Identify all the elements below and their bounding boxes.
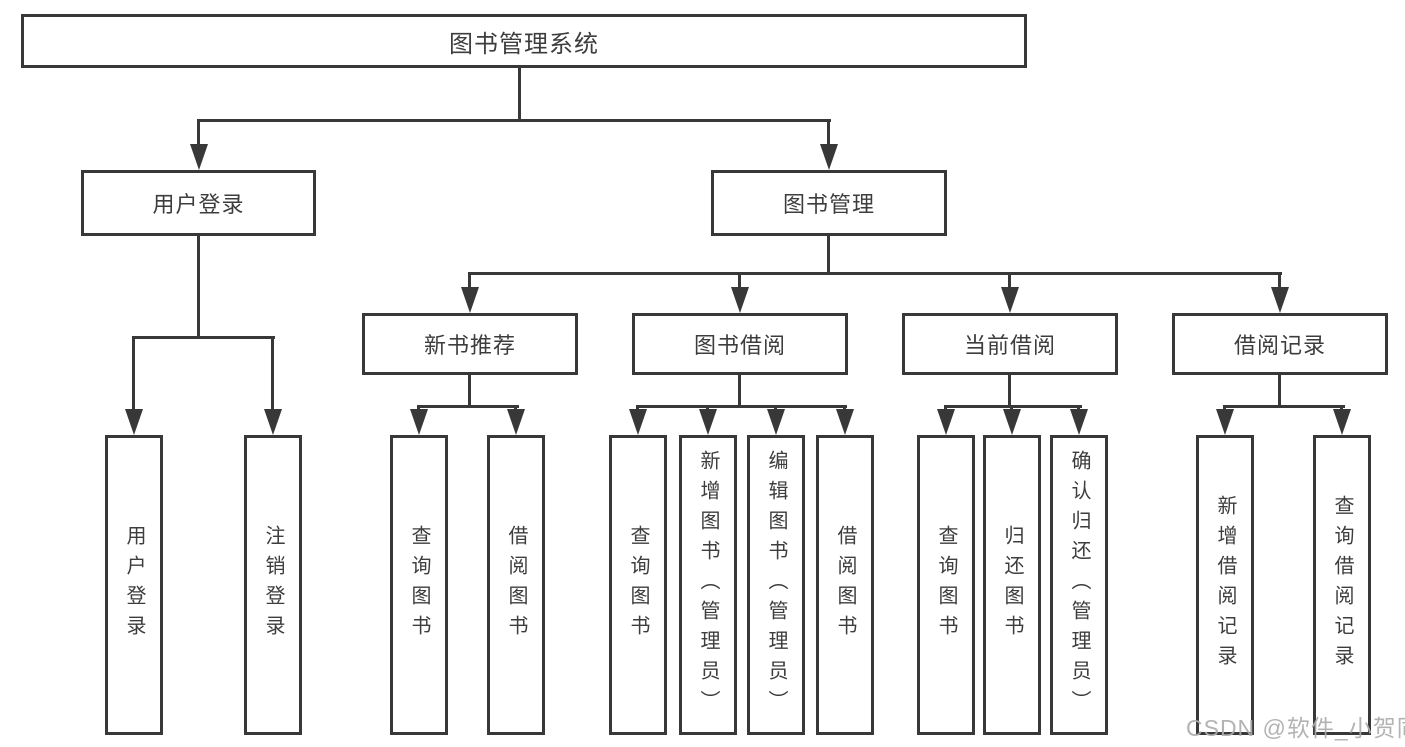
edge-book-borrow-stem [738, 375, 741, 405]
edge-drop-leaf [944, 405, 947, 412]
node-borrow-records-label: 借阅记录 [1233, 333, 1326, 358]
arrow-head [767, 409, 785, 435]
arrow-head [1216, 409, 1234, 435]
edge-new-book-rec-split-bar [417, 405, 519, 408]
leaf-label: 借阅图书 [834, 525, 856, 645]
edge-drop-leaf [1077, 405, 1080, 412]
edge-drop-leaf [636, 405, 639, 412]
edge-drop-borrow-records [1278, 272, 1281, 290]
edge-drop-leaf-logout [271, 336, 274, 412]
leaf-label: 注销登录 [262, 525, 284, 645]
arrow-head [731, 287, 749, 313]
node-current-borrow: 当前借阅 [902, 313, 1118, 375]
edge-drop-user-login [197, 119, 200, 147]
arrow-head [461, 287, 479, 313]
node-new-book-rec: 新书推荐 [362, 313, 578, 375]
arrow-head [629, 409, 647, 435]
arrow-head [507, 409, 525, 435]
leaf-query-books-rec: 查询图书 [390, 435, 448, 735]
leaf-user-login: 用户登录 [105, 435, 163, 735]
node-user-login-label: 用户登录 [152, 192, 245, 217]
leaf-add-borrow-record: 新增借阅记录 [1196, 435, 1254, 735]
leaf-label: 借阅图书 [505, 525, 527, 645]
edge-new-book-rec-stem [468, 375, 471, 405]
edge-drop-leaf [417, 405, 420, 412]
leaf-label: 查询图书 [408, 525, 430, 645]
csdn-watermark: CSDN @软件_小贺同学 [1186, 715, 1405, 741]
leaf-label: 归还图书 [1001, 525, 1023, 645]
arrow-head [410, 409, 428, 435]
leaf-label: 编辑图书（管理员） [765, 450, 787, 720]
leaf-edit-books-admin: 编辑图书（管理员） [747, 435, 805, 735]
edge-borrow-records-stem [1278, 375, 1281, 405]
edge-borrow-records-split-bar [1223, 405, 1345, 408]
arrow-head [190, 144, 208, 170]
leaf-label: 查询图书 [935, 525, 957, 645]
arrow-head [125, 409, 143, 435]
edge-book-borrow-split-bar [636, 405, 847, 408]
edge-drop-leaf [843, 405, 846, 412]
node-root-system: 图书管理系统 [21, 14, 1027, 68]
edge-book-mgmt-split-bar [468, 272, 1282, 275]
leaf-add-books-admin: 新增图书（管理员） [679, 435, 737, 735]
arrow-head [264, 409, 282, 435]
node-borrow-records: 借阅记录 [1172, 313, 1388, 375]
node-user-login: 用户登录 [81, 170, 316, 236]
node-book-borrow: 图书借阅 [632, 313, 848, 375]
arrow-head [1001, 287, 1019, 313]
node-current-borrow-label: 当前借阅 [963, 333, 1056, 358]
edge-drop-new-book-rec [468, 272, 471, 290]
node-book-mgmt: 图书管理 [711, 170, 947, 236]
arrow-head [1003, 409, 1021, 435]
leaf-label: 查询图书 [627, 525, 649, 645]
leaf-borrow-books-rec: 借阅图书 [487, 435, 545, 735]
edge-drop-book-mgmt [827, 119, 830, 147]
arrow-head [836, 409, 854, 435]
leaf-query-books-borrow: 查询图书 [609, 435, 667, 735]
arrow-head [820, 144, 838, 170]
edge-current-borrow-stem [1008, 375, 1011, 405]
arrow-head [699, 409, 717, 435]
edge-drop-leaf [514, 405, 517, 412]
leaf-label: 新增借阅记录 [1214, 495, 1236, 675]
leaf-label: 新增图书（管理员） [697, 450, 719, 720]
leaf-borrow-books: 借阅图书 [816, 435, 874, 735]
edge-root-trunk [518, 68, 521, 119]
edge-drop-leaf [706, 405, 709, 412]
leaf-query-borrow-record: 查询借阅记录 [1313, 435, 1371, 735]
node-new-book-rec-label: 新书推荐 [423, 333, 516, 358]
node-root-label: 图书管理系统 [449, 30, 599, 58]
leaf-label: 确认归还（管理员） [1068, 450, 1090, 720]
arrow-head [1333, 409, 1351, 435]
leaf-return-books: 归还图书 [983, 435, 1041, 735]
edge-drop-leaf [774, 405, 777, 412]
edge-user-login-split-bar [132, 336, 275, 339]
edge-user-login-stem [197, 236, 200, 336]
edge-root-split-bar [197, 119, 831, 122]
node-book-borrow-label: 图书借阅 [693, 333, 786, 358]
edge-drop-current-borrow [1008, 272, 1011, 290]
edge-book-mgmt-stem [827, 236, 830, 275]
leaf-confirm-return-admin: 确认归还（管理员） [1050, 435, 1108, 735]
edge-drop-leaf [1340, 405, 1343, 412]
arrow-head [1271, 287, 1289, 313]
arrow-head [1070, 409, 1088, 435]
leaf-label: 用户登录 [123, 525, 145, 645]
edge-drop-leaf-login [132, 336, 135, 412]
edge-current-borrow-split-bar [944, 405, 1082, 408]
leaf-logout: 注销登录 [244, 435, 302, 735]
leaf-label: 查询借阅记录 [1331, 495, 1353, 675]
edge-drop-leaf [1223, 405, 1226, 412]
edge-drop-leaf [1010, 405, 1013, 412]
node-book-mgmt-label: 图书管理 [782, 192, 875, 217]
arrow-head [937, 409, 955, 435]
leaf-query-books-current: 查询图书 [917, 435, 975, 735]
edge-drop-book-borrow [738, 272, 741, 290]
